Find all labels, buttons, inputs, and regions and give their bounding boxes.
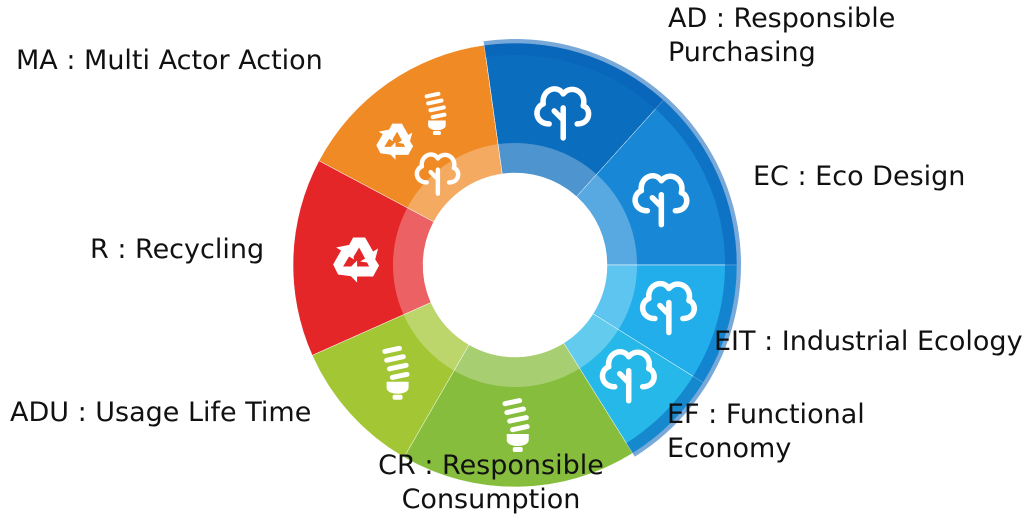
segment-adu-inner-band — [403, 302, 469, 371]
label-ef-line1: EF : Functional — [667, 399, 865, 430]
label-adu: ADU : Usage Life Time — [10, 396, 311, 430]
label-ma: MA : Multi Actor Action — [16, 44, 323, 78]
label-ad: AD : Responsible Purchasing — [668, 2, 895, 70]
label-ef: EF : Functional Economy — [667, 398, 865, 466]
label-ec-line1: EC : Eco Design — [753, 161, 966, 192]
label-r-line1: R : Recycling — [90, 234, 265, 265]
label-ef-line2: Economy — [667, 433, 792, 464]
label-eit: EIT : Industrial Ecology — [714, 325, 1023, 359]
center-hole — [423, 173, 607, 357]
segment-ec-inner-band — [576, 174, 637, 265]
segment-eit-inner-band — [593, 265, 637, 330]
segment-ad-inner-band — [498, 143, 597, 197]
label-ec: EC : Eco Design — [753, 160, 965, 194]
label-ad-line1: AD : Responsible — [668, 3, 896, 34]
label-cr: CR : Responsible Consumption — [364, 449, 618, 517]
label-cr-line1: CR : Responsible — [378, 450, 604, 481]
label-adu-line1: ADU : Usage Life Time — [10, 397, 312, 428]
label-ad-line2: Purchasing — [668, 37, 816, 68]
label-cr-line2: Consumption — [401, 484, 581, 515]
segment-cr-inner-band — [454, 343, 580, 387]
segment-r-inner-band — [393, 207, 434, 315]
label-r: R : Recycling — [90, 233, 264, 267]
label-eit-line1: EIT : Industrial Ecology — [714, 326, 1023, 357]
segment-ef-inner-band — [563, 313, 619, 369]
label-ma-line1: MA : Multi Actor Action — [16, 45, 323, 76]
